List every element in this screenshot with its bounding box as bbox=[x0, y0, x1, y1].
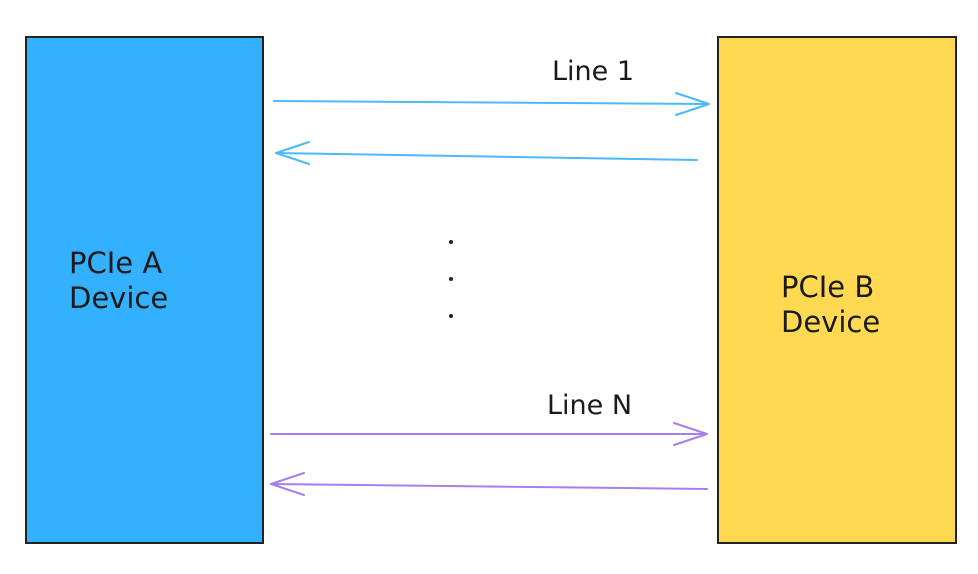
line-1-label: Line 1 bbox=[552, 56, 635, 87]
pcie-b-label-line1: PCIe B bbox=[781, 270, 875, 304]
line-1-rx-arrow-shaft bbox=[275, 152, 698, 161]
pcie-b-device-box: PCIe B Device bbox=[717, 36, 957, 544]
line-n-tx-arrowhead bbox=[673, 422, 708, 446]
pcie-a-label-line2: Device bbox=[69, 281, 169, 315]
pcie-a-label-line1: PCIe A bbox=[69, 246, 163, 280]
pcie-a-device-label: PCIe A Device bbox=[69, 246, 168, 316]
line-1-tx-arrowhead bbox=[675, 92, 710, 116]
ellipsis-dot-3 bbox=[449, 314, 453, 318]
ellipsis-dot-1 bbox=[449, 240, 453, 244]
line-n-rx-arrow-shaft bbox=[270, 483, 708, 490]
line-1-rx-arrowhead bbox=[275, 141, 310, 165]
line-n-rx-arrowhead bbox=[270, 472, 305, 496]
line-1-tx-arrow-shaft bbox=[273, 100, 710, 105]
ellipsis-dot-2 bbox=[449, 277, 453, 281]
line-n-arrows bbox=[270, 422, 708, 496]
pcie-b-label-line2: Device bbox=[781, 305, 881, 339]
pcie-b-device-label: PCIe B Device bbox=[781, 270, 880, 340]
line-1-arrows bbox=[273, 92, 710, 165]
pcie-a-device-box: PCIe A Device bbox=[25, 36, 264, 544]
line-n-label: Line N bbox=[547, 390, 633, 421]
